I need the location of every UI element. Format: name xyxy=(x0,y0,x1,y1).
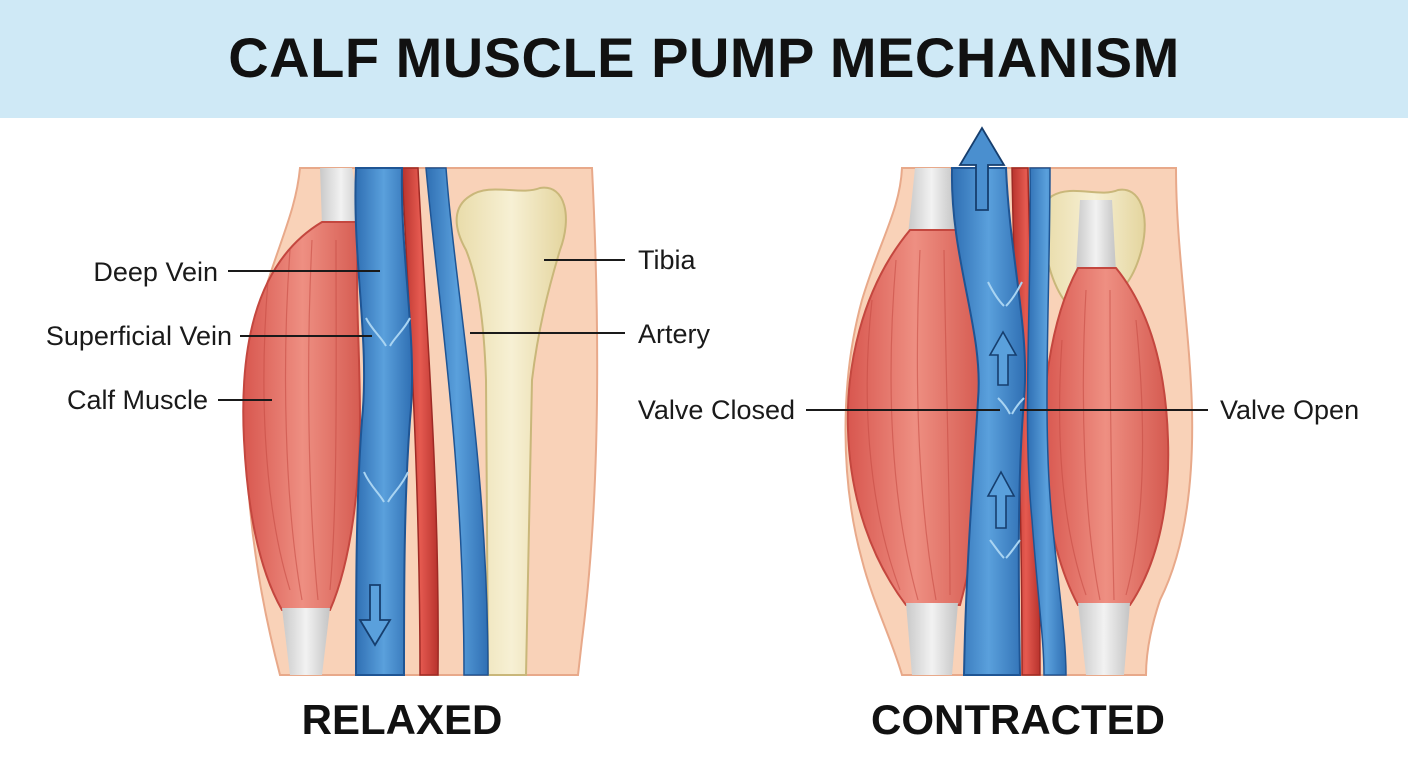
contracted-left-muscle xyxy=(846,168,984,675)
relaxed-panel: Deep Vein Superficial Vein Calf Muscle T… xyxy=(46,167,711,743)
contracted-valve-top xyxy=(987,281,1023,307)
title-banner: CALF MUSCLE PUMP MECHANISM xyxy=(0,0,1408,118)
label-calf-muscle: Calf Muscle xyxy=(67,385,208,415)
relaxed-calf-muscle xyxy=(242,168,364,675)
label-valve-closed: Valve Closed xyxy=(638,395,795,425)
relaxed-flow-arrow-down xyxy=(358,584,392,647)
relaxed-tibia xyxy=(455,186,567,676)
label-artery: Artery xyxy=(638,319,711,349)
valve-closed-marker xyxy=(997,397,1025,415)
contracted-deep-vein xyxy=(950,167,1027,676)
label-superficial-vein: Superficial Vein xyxy=(46,321,232,351)
caption-relaxed: RELAXED xyxy=(302,696,503,743)
contracted-valve-lower xyxy=(989,539,1021,559)
label-valve-open: Valve Open xyxy=(1220,395,1359,425)
label-deep-vein: Deep Vein xyxy=(93,257,218,287)
label-tibia: Tibia xyxy=(638,245,697,275)
contracted-flow-arrow-mid xyxy=(988,330,1018,386)
contracted-superficial-vein xyxy=(1026,167,1067,676)
caption-contracted: CONTRACTED xyxy=(871,696,1165,743)
relaxed-superficial-vein xyxy=(425,167,489,676)
relaxed-valve-upper xyxy=(365,317,411,347)
relaxed-valve-lower xyxy=(363,471,409,503)
contracted-flow-arrow-low xyxy=(986,470,1016,529)
contracted-right-muscle xyxy=(1042,200,1170,675)
relaxed-deep-vein xyxy=(354,167,414,676)
contracted-flow-arrow-top xyxy=(958,126,1006,211)
page-title: CALF MUSCLE PUMP MECHANISM xyxy=(228,25,1180,89)
contracted-panel: Valve Closed Valve Open CONTRACTED xyxy=(638,126,1359,743)
